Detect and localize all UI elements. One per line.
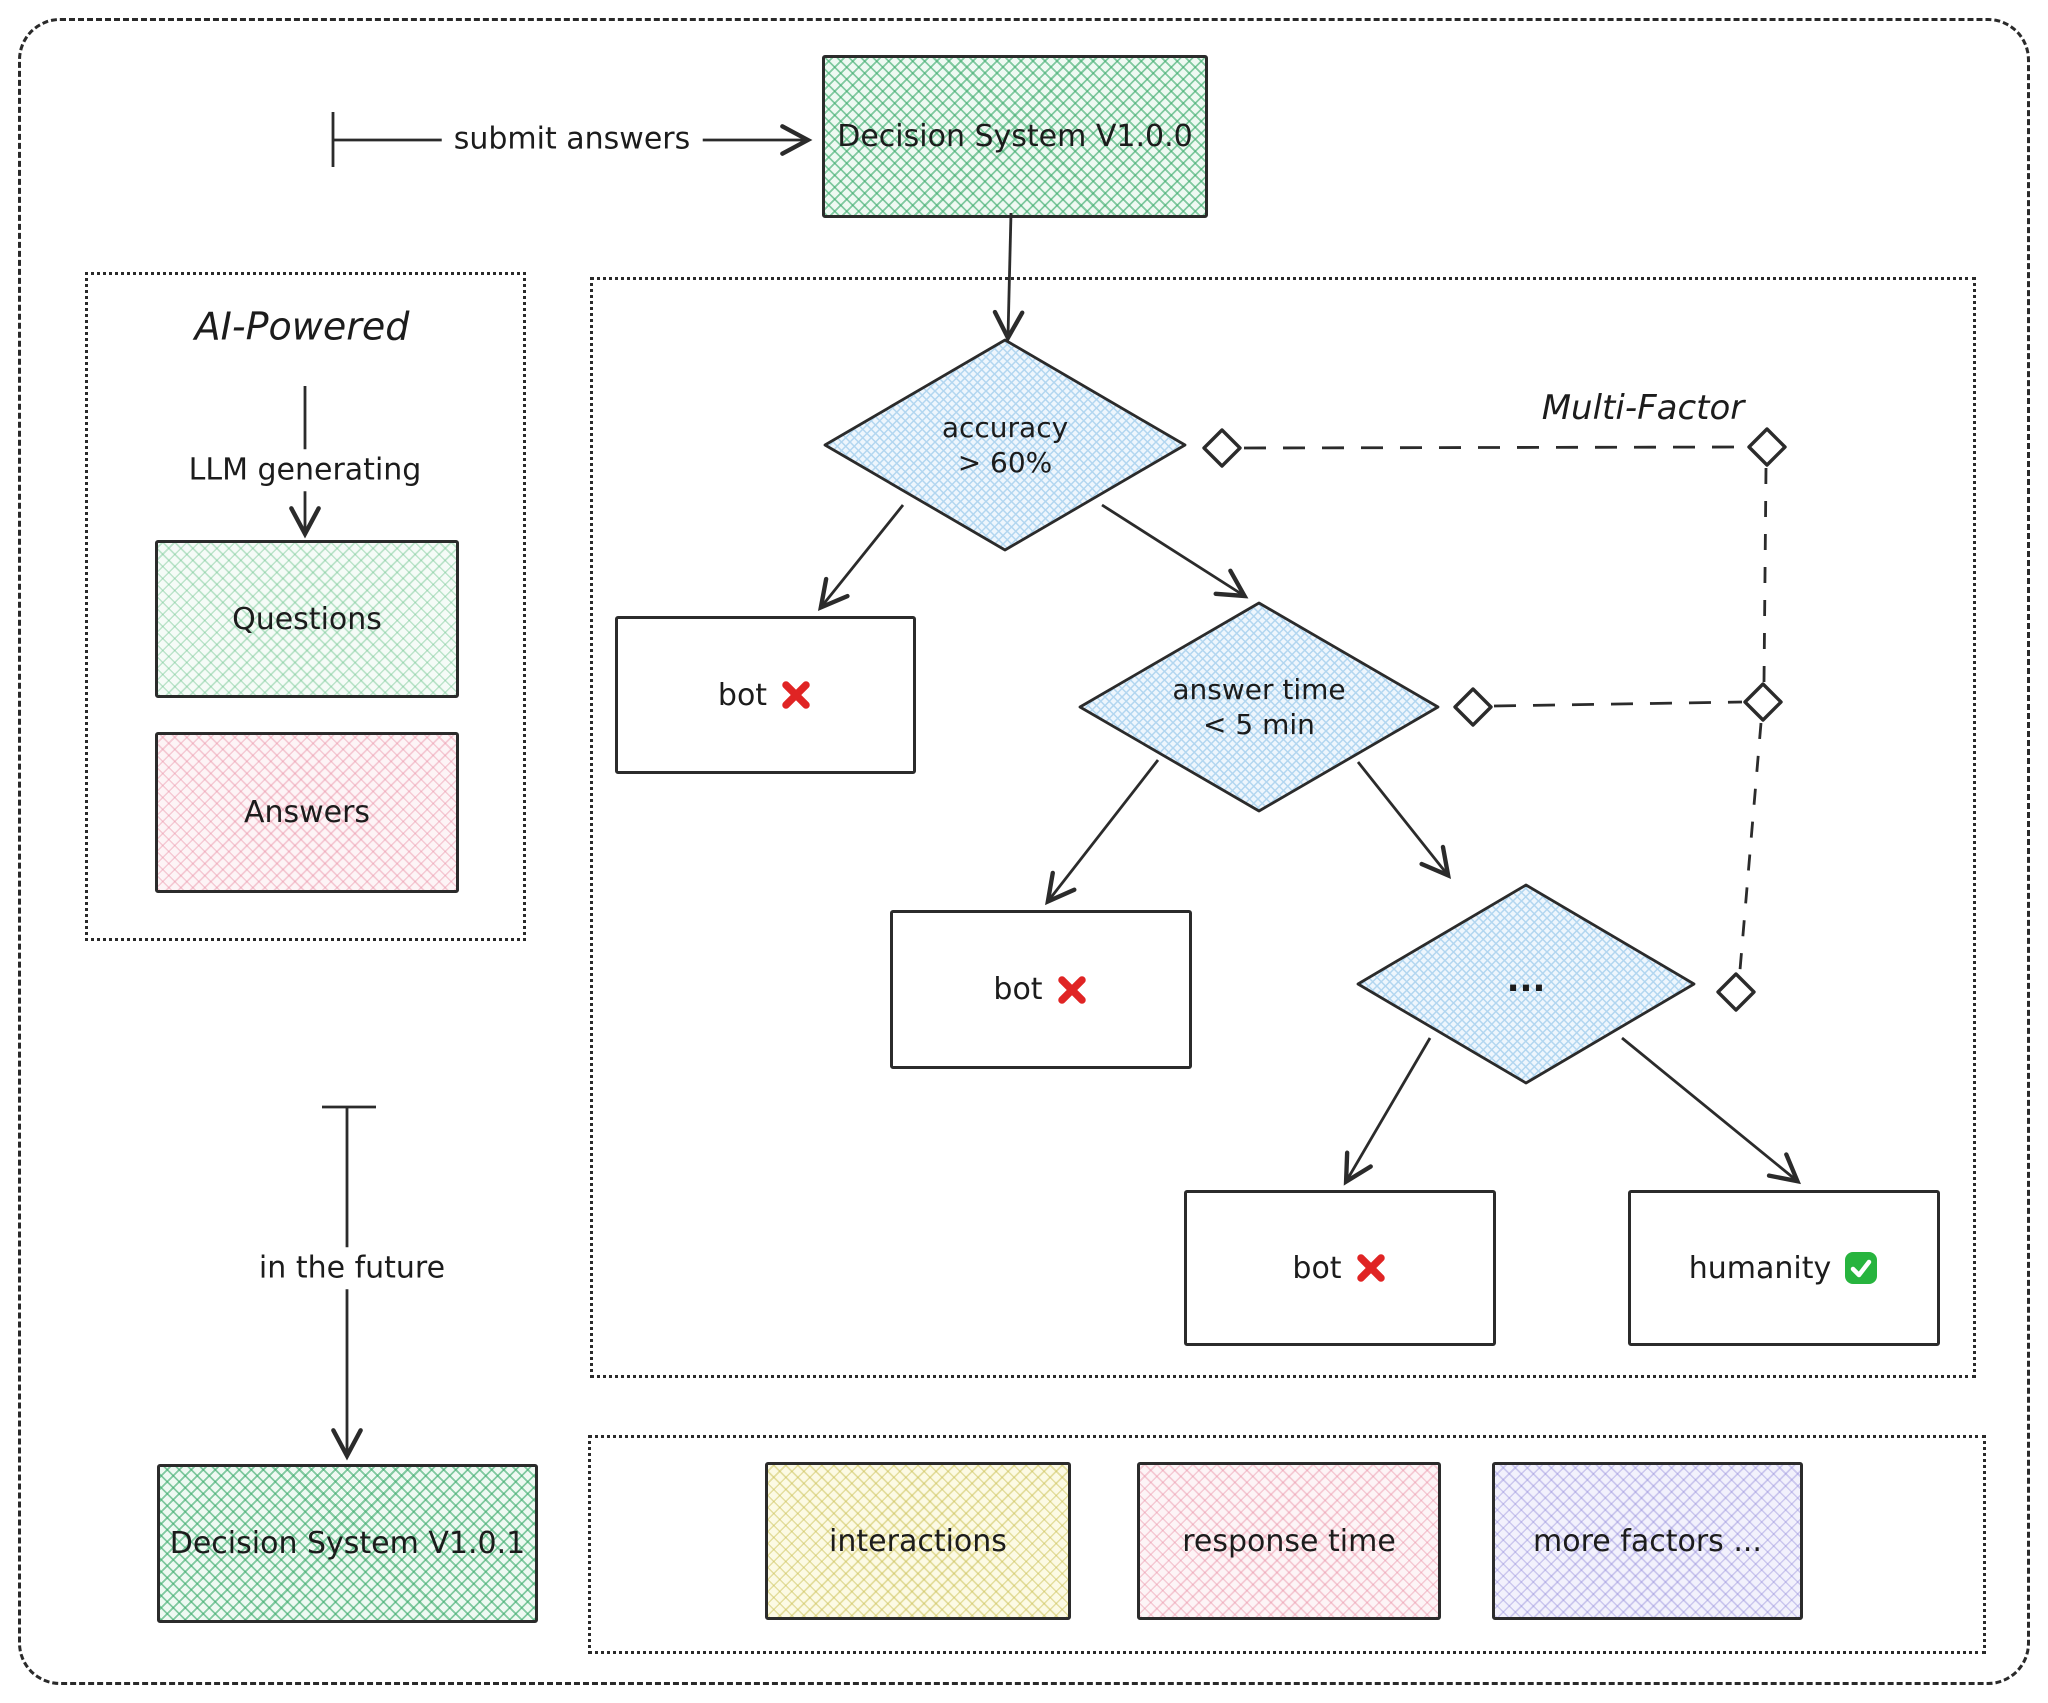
node-label: Questions — [232, 601, 382, 637]
node-label: Decision System V1.0.0 — [837, 119, 1193, 154]
answer-time-diamond-label: answer time < 5 min — [1172, 672, 1345, 742]
bot-result-node-2: bot — [890, 910, 1192, 1069]
node-label: response time — [1182, 1523, 1396, 1559]
answers-node: Answers — [155, 732, 459, 893]
cross-icon — [779, 678, 813, 712]
response-time-node: response time — [1137, 1462, 1441, 1620]
decision-tree-panel — [590, 277, 1976, 1378]
llm-generating-label: LLM generating — [176, 449, 434, 491]
bot-result-node-1: bot — [615, 616, 916, 774]
factors-panel — [588, 1435, 1986, 1654]
humanity-result-node: humanity — [1628, 1190, 1940, 1346]
diamond-line2: < 5 min — [1203, 708, 1315, 741]
node-label: bot — [993, 972, 1043, 1007]
node-label: Decision System V1.0.1 — [169, 1526, 526, 1561]
outer-dashed-border — [18, 18, 2030, 1685]
cross-icon — [1354, 1251, 1388, 1285]
check-icon — [1843, 1250, 1879, 1286]
in-the-future-label: in the future — [246, 1247, 458, 1289]
bot-result-node-3: bot — [1184, 1190, 1496, 1346]
decision-system-v101-node: Decision System V1.0.1 — [157, 1464, 538, 1623]
node-label: Answers — [243, 795, 371, 830]
diamond-line2: > 60% — [957, 446, 1053, 479]
cross-icon — [1055, 973, 1089, 1007]
more-factors-node: more factors ... — [1492, 1462, 1803, 1620]
node-label: humanity — [1688, 1250, 1832, 1286]
diamond-line1: answer time — [1172, 673, 1346, 706]
decision-system-v100-node: Decision System V1.0.0 — [822, 55, 1208, 218]
ai-panel — [85, 272, 526, 941]
multi-factor-label: Multi-Factor — [1541, 387, 1745, 428]
diamond-line1: accuracy — [941, 411, 1069, 444]
node-label: interactions — [829, 1523, 1007, 1559]
accuracy-diamond-label: accuracy > 60% — [942, 410, 1068, 480]
node-label: bot — [1292, 1250, 1342, 1286]
node-label: bot — [717, 677, 768, 713]
questions-node: Questions — [155, 540, 459, 698]
interactions-node: interactions — [765, 1462, 1071, 1620]
more-criteria-diamond-label: ... — [1506, 959, 1546, 1000]
node-label: more factors ... — [1533, 1523, 1762, 1559]
ai-powered-title: AI-Powered — [194, 304, 410, 349]
submit-answers-label: submit answers — [441, 118, 703, 160]
